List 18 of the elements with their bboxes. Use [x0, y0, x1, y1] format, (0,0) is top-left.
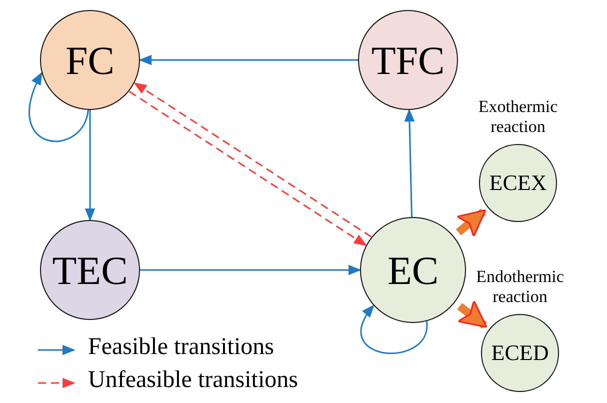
annotation-text: Exothermic reaction: [477, 97, 559, 136]
block-arrow: [456, 208, 486, 238]
arrow: [138, 54, 358, 66]
arrow: [140, 264, 362, 276]
state-label: EC: [387, 246, 439, 294]
legend-text: Unfeasible transitions: [88, 367, 298, 394]
self-loop-arrow: [28, 72, 89, 142]
annotation-text: Endothermic reaction: [475, 267, 565, 306]
state-label: FC: [66, 36, 114, 84]
state-label: TEC: [52, 246, 128, 294]
state-label: ECEX: [489, 170, 547, 196]
state-label: TFC: [371, 36, 445, 84]
block-arrow: [457, 300, 488, 329]
arrow: [84, 110, 96, 222]
legend-text: Feasible transitions: [88, 334, 274, 361]
arrow: [404, 108, 415, 218]
self-loop-arrow: [360, 304, 428, 354]
state-label: ECED: [491, 340, 549, 366]
